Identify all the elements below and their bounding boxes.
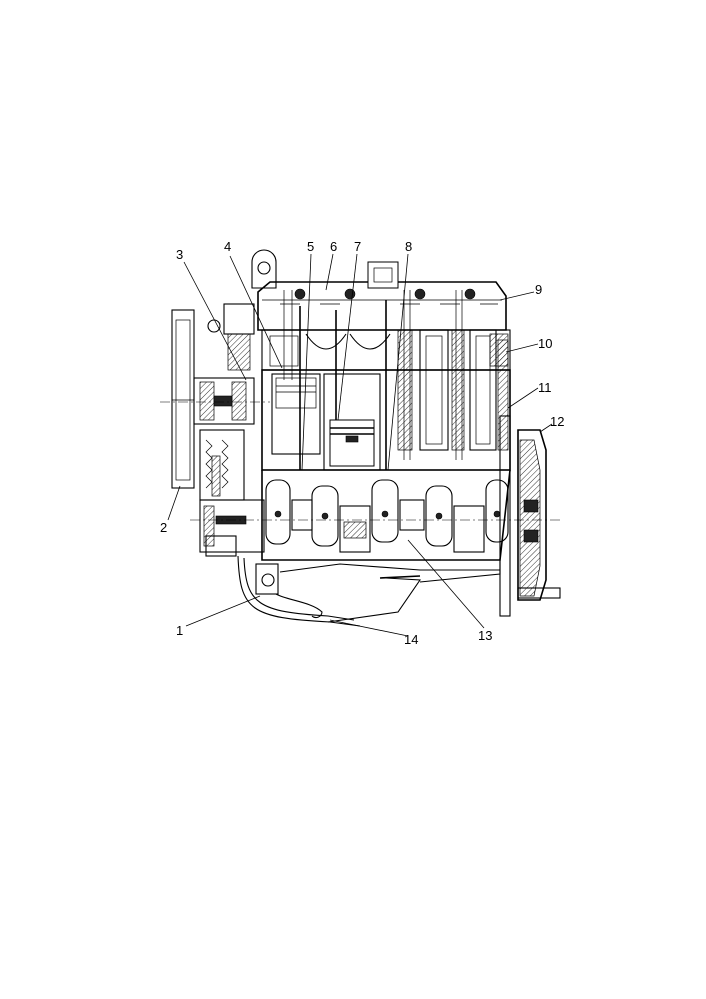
callout-1: 1 (176, 623, 183, 638)
callout-12: 12 (550, 414, 564, 429)
flywheel (499, 415, 561, 617)
callouts: 1 2 3 4 5 6 7 8 9 10 11 12 13 14 (160, 239, 564, 647)
callout-2: 2 (160, 520, 167, 535)
callout-13: 13 (478, 628, 492, 643)
fan (171, 309, 195, 489)
leader-lines (167, 253, 553, 637)
callout-4: 4 (224, 239, 231, 254)
lifting-eye (251, 249, 277, 289)
callout-7: 7 (354, 239, 361, 254)
pulley-assembly (160, 377, 560, 557)
engine-drawing (160, 249, 561, 627)
callout-9: 9 (535, 282, 542, 297)
crankshaft (261, 469, 511, 561)
callout-11: 11 (538, 380, 552, 395)
callout-3: 3 (176, 247, 183, 262)
tensioner (207, 303, 255, 371)
oil-system (237, 555, 501, 627)
callout-14: 14 (404, 632, 418, 647)
callout-8: 8 (405, 239, 412, 254)
valve-cover (257, 261, 507, 331)
callout-6: 6 (330, 239, 337, 254)
callout-5: 5 (307, 239, 314, 254)
callout-10: 10 (538, 336, 552, 351)
cylinder-block (261, 290, 511, 471)
